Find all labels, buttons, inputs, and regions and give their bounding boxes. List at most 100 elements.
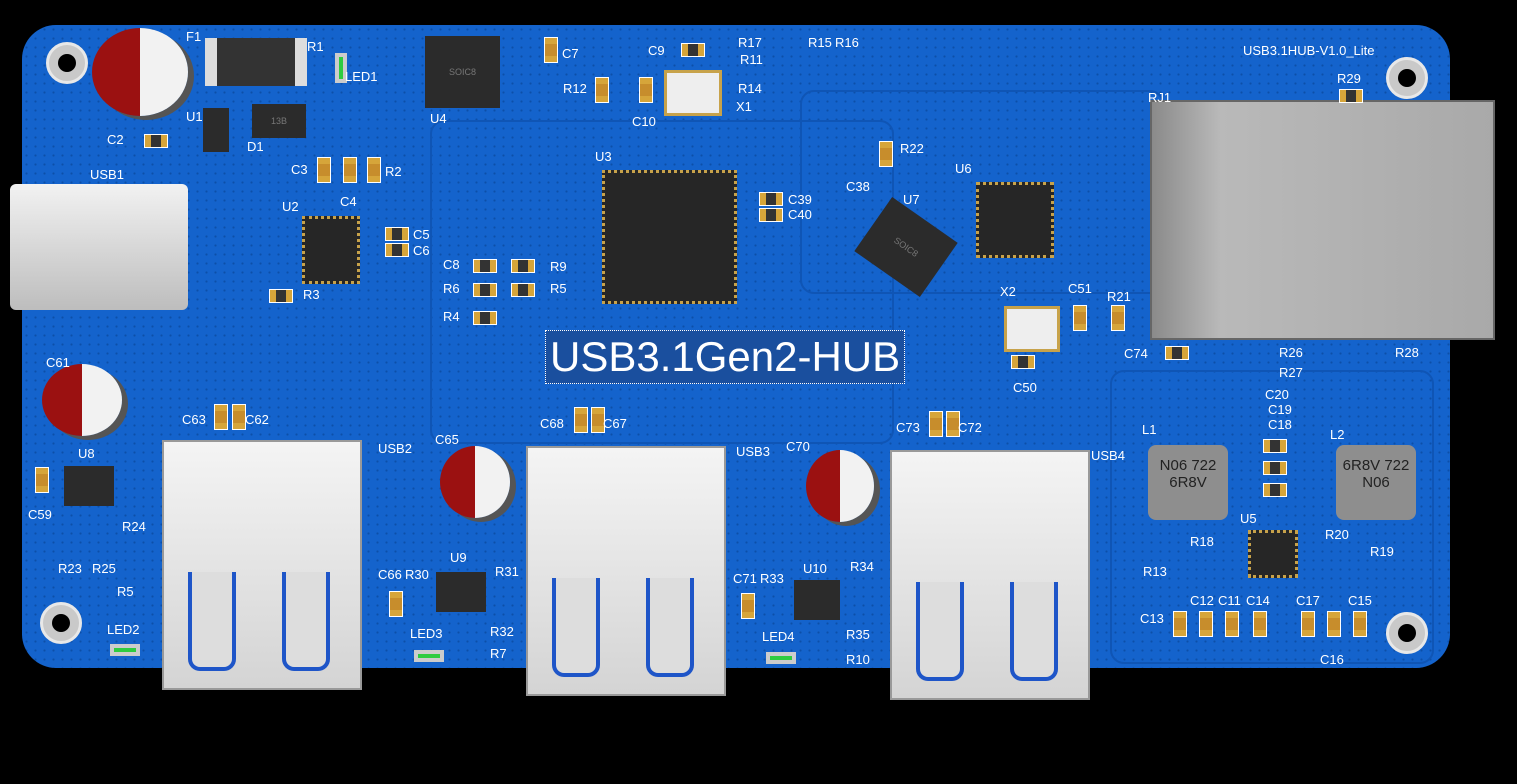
silkscreen-label: C20	[1265, 387, 1289, 402]
silkscreen-label: U7	[903, 192, 920, 207]
usb-c-connector	[10, 184, 188, 310]
chip-u4: SOIC8	[425, 36, 500, 108]
rj45-jack	[1150, 100, 1495, 340]
silkscreen-label: C16	[1320, 652, 1344, 667]
silkscreen-label: R33	[760, 571, 784, 586]
silkscreen-label: C74	[1124, 346, 1148, 361]
regulator-u1	[203, 108, 229, 152]
silkscreen-label: USB2	[378, 441, 412, 456]
silkscreen-label: C8	[443, 257, 460, 272]
smd-component	[1225, 611, 1239, 637]
silkscreen-label: R5	[550, 281, 567, 296]
silkscreen-label: R4	[443, 309, 460, 324]
silkscreen-label: R12	[563, 81, 587, 96]
silkscreen-label: R7	[490, 646, 507, 661]
silkscreen-label: C11	[1218, 593, 1241, 608]
mounting-hole	[1386, 612, 1428, 654]
silkscreen-label: R27	[1279, 365, 1303, 380]
silkscreen-label: C39	[788, 192, 812, 207]
smd-component	[473, 259, 497, 273]
smd-component	[144, 134, 168, 148]
silkscreen-label: C14	[1246, 593, 1270, 608]
smd-component	[1199, 611, 1213, 637]
smd-component	[1339, 89, 1363, 103]
silkscreen-label: U4	[430, 111, 447, 126]
silkscreen-label: C2	[107, 132, 124, 147]
chip-u5	[1248, 530, 1298, 578]
electrolytic-capacitor	[440, 446, 510, 518]
smd-component	[1111, 305, 1125, 331]
usb-a-port-usb3	[526, 446, 726, 696]
smd-component	[1353, 611, 1367, 637]
smd-component	[473, 283, 497, 297]
silkscreen-label: C17	[1296, 593, 1320, 608]
trace-group	[430, 120, 894, 444]
chip-u8	[64, 466, 114, 506]
smd-component	[1263, 439, 1287, 453]
silkscreen-label: R21	[1107, 289, 1131, 304]
silkscreen-label: C13	[1140, 611, 1164, 626]
smd-component	[544, 37, 558, 63]
chip-marking: SOIC8	[448, 67, 476, 77]
smd-component	[385, 227, 409, 241]
chip-u2	[302, 216, 360, 284]
silkscreen-label: R1	[307, 39, 324, 54]
silkscreen-label: C9	[648, 43, 665, 58]
smd-component	[681, 43, 705, 57]
silkscreen-label: R14	[738, 81, 762, 96]
silkscreen-label: U3	[595, 149, 612, 164]
silkscreen-label: C51	[1068, 281, 1092, 296]
smd-component	[1011, 355, 1035, 369]
smd-component	[574, 407, 588, 433]
smd-component	[1301, 611, 1315, 637]
silkscreen-label: C62	[245, 412, 269, 427]
electrolytic-capacitor	[806, 450, 874, 522]
smd-component	[389, 591, 403, 617]
silkscreen-label: U8	[78, 446, 95, 461]
smd-component	[214, 404, 228, 430]
silkscreen-label: R26	[1279, 345, 1303, 360]
smd-component	[511, 259, 535, 273]
electrolytic-capacitor	[92, 28, 188, 116]
inductor-l2: 6R8V 722 N06	[1336, 445, 1416, 520]
smd-component	[367, 157, 381, 183]
silkscreen-label: R23	[58, 561, 82, 576]
silkscreen-label: L2	[1330, 427, 1345, 442]
silkscreen-label: R6	[443, 281, 460, 296]
smd-component	[1073, 305, 1087, 331]
silkscreen-label: R13	[1143, 564, 1167, 579]
silkscreen-label: R28	[1395, 345, 1419, 360]
silkscreen-label: C7	[562, 46, 579, 61]
smd-component	[759, 208, 783, 222]
smd-component	[1263, 483, 1287, 497]
silkscreen-label: USB3	[736, 444, 770, 459]
silkscreen-label: LED4	[762, 629, 795, 644]
silkscreen-label: R15	[808, 35, 832, 50]
silkscreen-label: C5	[413, 227, 430, 242]
trace-group	[1110, 370, 1434, 664]
usb-a-port-usb4	[890, 450, 1090, 700]
silkscreen-label: C59	[28, 507, 52, 522]
silkscreen-label: C40	[788, 207, 812, 222]
silkscreen-label: R11	[740, 52, 763, 67]
silkscreen-label: C12	[1190, 593, 1214, 608]
silkscreen-label: R9	[550, 259, 567, 274]
silkscreen-label: U10	[803, 561, 827, 576]
smd-component	[741, 593, 755, 619]
silkscreen-label: R2	[385, 164, 402, 179]
silkscreen-label: C18	[1268, 417, 1292, 432]
silkscreen-label: R3	[303, 287, 320, 302]
silkscreen-label: R19	[1370, 544, 1394, 559]
inductor-l1: N06 722 6R8V	[1148, 445, 1228, 520]
silkscreen-label: C63	[182, 412, 206, 427]
smd-component	[35, 467, 49, 493]
silkscreen-label: LED2	[107, 622, 140, 637]
smd-component	[473, 311, 497, 325]
chip-u10	[794, 580, 840, 620]
board-name-silkscreen: USB3.1Gen2-HUB	[545, 330, 906, 384]
silkscreen-label: U9	[450, 550, 467, 565]
silkscreen-label: R32	[490, 624, 514, 639]
silkscreen-label: U5	[1240, 511, 1257, 526]
smd-component	[1253, 611, 1267, 637]
silkscreen-label: F1	[186, 29, 202, 44]
